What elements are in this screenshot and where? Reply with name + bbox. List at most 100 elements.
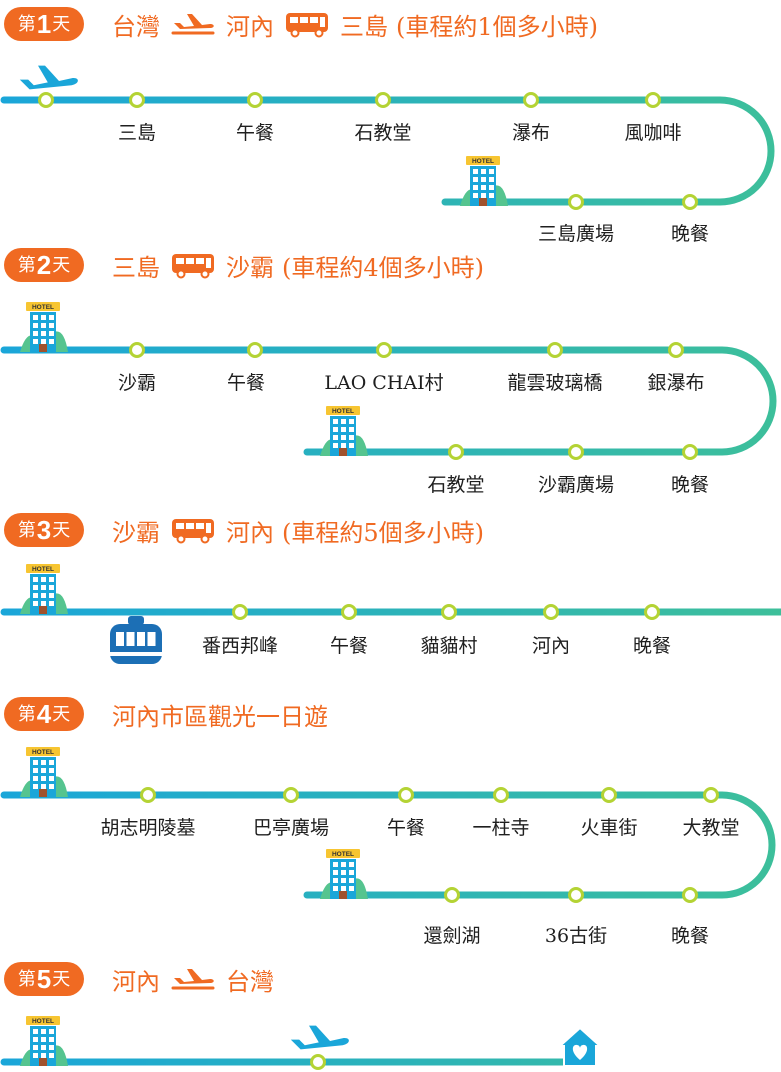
day-badge-suffix: 天 xyxy=(52,704,71,724)
stop-dot xyxy=(283,787,299,803)
stop-label: 晚餐 xyxy=(670,223,710,245)
stop-dot xyxy=(568,444,584,460)
bus-icon xyxy=(284,10,330,38)
stop-label: 沙霸 xyxy=(117,372,157,394)
stop-label: 午餐 xyxy=(235,122,275,144)
stop-dot xyxy=(444,887,460,903)
stop-label: 晚餐 xyxy=(670,474,710,496)
day-badge-suffix: 天 xyxy=(52,255,71,275)
stop-label: 沙霸廣場 xyxy=(537,474,615,496)
day-5-title: 河內 台灣 xyxy=(112,962,274,996)
stop-label: 胡志明陵墓 xyxy=(100,817,196,839)
stop-dot xyxy=(547,342,563,358)
stop-label: 石教堂 xyxy=(354,122,412,144)
stop-dot xyxy=(668,342,684,358)
stop-dot xyxy=(38,92,54,108)
svg-text:HOTEL: HOTEL xyxy=(332,408,354,415)
hotel-icon: HOTEL xyxy=(20,1016,68,1066)
stop-label: 風咖啡 xyxy=(624,122,682,144)
stop-label: 晚餐 xyxy=(632,635,672,657)
stop-dot xyxy=(129,342,145,358)
stop-dot xyxy=(310,1054,326,1070)
title-destination: 三島 xyxy=(340,12,388,41)
home-heart-icon xyxy=(557,1026,603,1067)
day-badge-prefix: 第 xyxy=(17,704,36,724)
day-badge-prefix: 第 xyxy=(17,255,36,275)
stop-dot xyxy=(543,604,559,620)
stop-dot xyxy=(682,194,698,210)
stop-dot xyxy=(568,887,584,903)
title-travel-time: (車程約1個多小時) xyxy=(396,12,598,41)
svg-text:HOTEL: HOTEL xyxy=(32,1018,54,1025)
stop-label: 番西邦峰 xyxy=(201,635,279,657)
airplane-icon xyxy=(19,65,78,90)
stop-label: 午餐 xyxy=(386,817,426,839)
day-badge-suffix: 天 xyxy=(52,14,71,34)
hotel-icon: HOTEL xyxy=(320,849,368,899)
day-2-route xyxy=(0,346,777,456)
stop-dot xyxy=(129,92,145,108)
title-via: 河內 xyxy=(226,12,274,41)
airplane-icon xyxy=(290,1025,349,1050)
svg-text:HOTEL: HOTEL xyxy=(472,158,494,165)
day-4-title: 河內市區觀光一日遊 xyxy=(112,697,328,731)
day-badge-number: 1 xyxy=(36,9,52,39)
stop-dot xyxy=(523,92,539,108)
title-travel-time: (車程約4個多小時) xyxy=(282,253,484,282)
stop-label: 午餐 xyxy=(226,372,266,394)
title-origin: 河內 xyxy=(112,967,160,996)
stop-label: 河內 xyxy=(531,635,571,657)
svg-text:HOTEL: HOTEL xyxy=(332,851,354,858)
stop-label: 還劍湖 xyxy=(423,925,481,947)
svg-text:HOTEL: HOTEL xyxy=(32,749,54,756)
day-4-route xyxy=(0,791,776,899)
stop-dot xyxy=(703,787,719,803)
day-badge-prefix: 第 xyxy=(17,14,36,34)
title-origin: 三島 xyxy=(112,253,160,282)
stop-label: 36古街 xyxy=(544,925,608,947)
day-3-title: 沙霸 河內 (車程約5個多小時) xyxy=(112,513,484,547)
stop-label: 巴亭廣場 xyxy=(252,817,330,839)
title-destination: 沙霸 xyxy=(226,253,274,282)
stop-dot xyxy=(644,604,660,620)
day-2-title: 三島 沙霸 (車程約4個多小時) xyxy=(112,248,484,282)
title-origin: 沙霸 xyxy=(112,518,160,547)
day-1-title: 台灣 河內 三島 (車程約1個多小時) xyxy=(112,7,598,41)
airplane-icon xyxy=(170,964,216,994)
stop-dot xyxy=(341,604,357,620)
cable-car-icon xyxy=(110,616,162,664)
stop-label: 龍雲玻璃橋 xyxy=(507,372,603,394)
bus-icon xyxy=(170,516,216,544)
day-badge-suffix: 天 xyxy=(52,969,71,989)
stop-label: 銀瀑布 xyxy=(647,372,705,394)
stop-label: 大教堂 xyxy=(682,817,740,839)
stop-dot xyxy=(247,342,263,358)
stop-dot xyxy=(568,194,584,210)
day-1-route xyxy=(0,96,775,206)
stop-dot xyxy=(493,787,509,803)
stop-dot xyxy=(601,787,617,803)
stop-dot xyxy=(375,92,391,108)
day-badge-prefix: 第 xyxy=(17,969,36,989)
airplane-icon xyxy=(170,9,216,39)
day-badge-number: 2 xyxy=(36,250,52,280)
hotel-icon: HOTEL xyxy=(20,747,68,797)
stop-label: 晚餐 xyxy=(670,925,710,947)
stop-dot xyxy=(682,444,698,460)
title-text: 河內市區觀光一日遊 xyxy=(112,702,328,731)
hotel-icon: HOTEL xyxy=(320,406,368,456)
stop-dot xyxy=(448,444,464,460)
bus-icon xyxy=(170,251,216,279)
stop-dot xyxy=(682,887,698,903)
stop-dot xyxy=(247,92,263,108)
day-badge-number: 5 xyxy=(36,964,52,994)
day-badge-suffix: 天 xyxy=(52,520,71,540)
stop-dot xyxy=(376,342,392,358)
stop-dot xyxy=(645,92,661,108)
hotel-icon: HOTEL xyxy=(20,302,68,352)
stop-label: 瀑布 xyxy=(511,122,551,144)
stop-label: 午餐 xyxy=(329,635,369,657)
